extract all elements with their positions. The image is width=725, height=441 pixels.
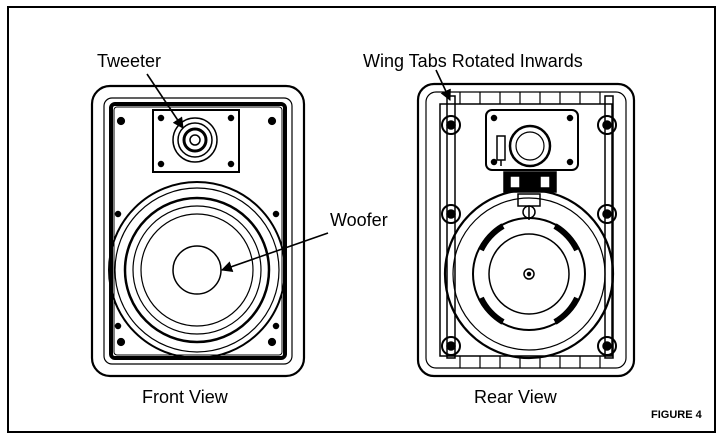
terminal-block: [503, 171, 557, 220]
wing-tab-rails: [446, 95, 614, 359]
front-view-speaker: [90, 84, 306, 378]
wing-tab-pointer: [435, 69, 451, 102]
front-woofer: [108, 181, 286, 359]
woofer-pointer: [220, 232, 329, 272]
rear-ribs-top: [459, 92, 601, 104]
wing-tabs-label: Wing Tabs Rotated Inwards: [363, 51, 583, 71]
rear-tweeter-housing: [485, 109, 579, 171]
wing-tab-clamps: [441, 115, 617, 356]
rear-view-label: Rear View: [474, 387, 557, 407]
tweeter: [152, 109, 240, 173]
tweeter-pointer: [146, 73, 184, 129]
figure-number: FIGURE 4: [651, 409, 702, 421]
figure-frame: [7, 6, 716, 433]
tweeter-label: Tweeter: [97, 51, 162, 71]
woofer-label: Woofer: [330, 210, 388, 230]
rear-woofer: [443, 188, 615, 360]
front-view-label: Front View: [142, 387, 228, 407]
front-screws: [116, 116, 277, 347]
rear-view-speaker: [416, 82, 636, 378]
